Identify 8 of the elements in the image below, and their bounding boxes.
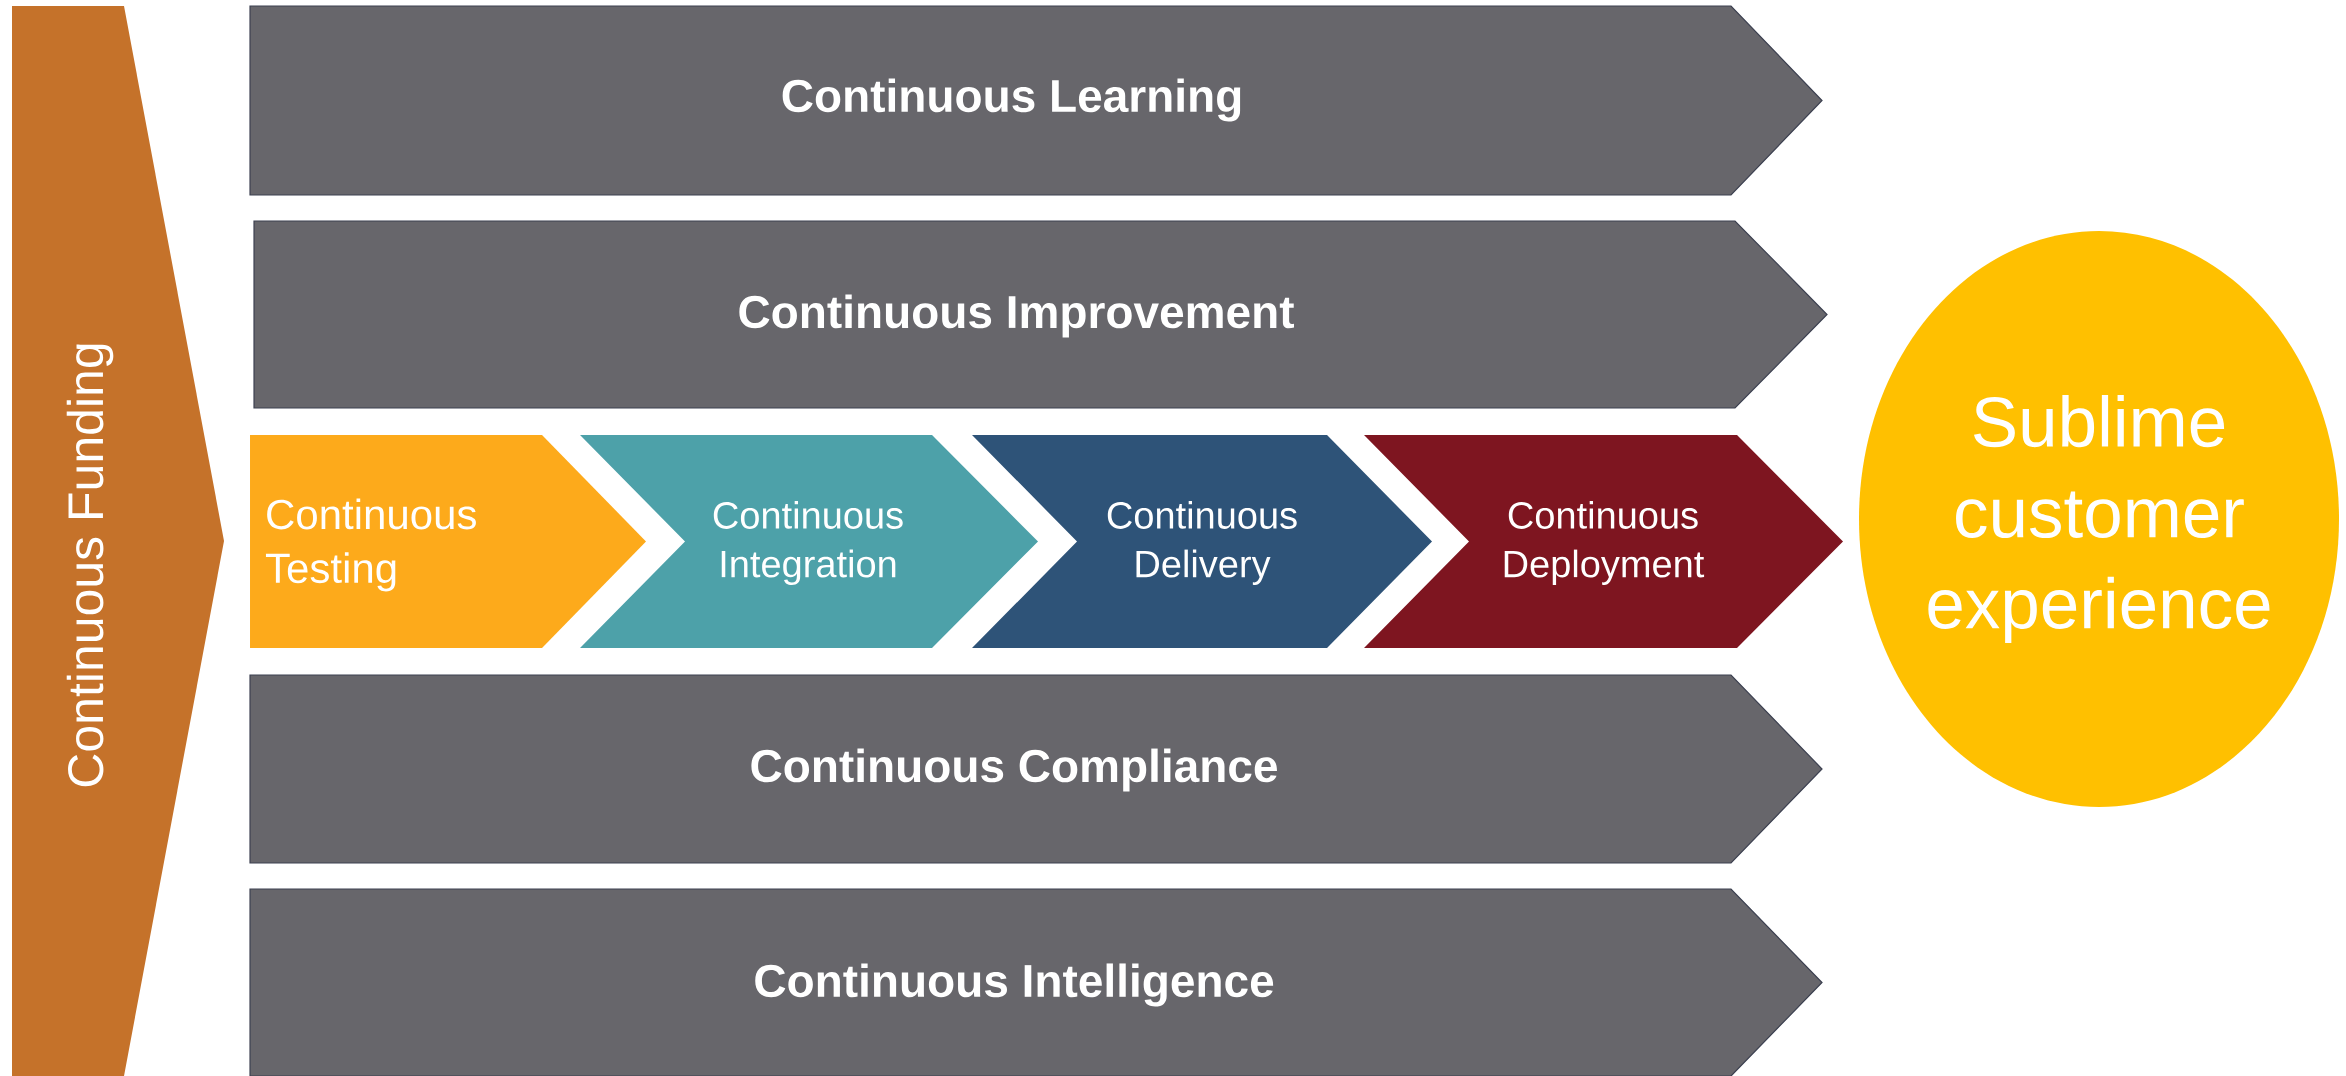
process-step: Continuous Delivery — [972, 435, 1432, 648]
arrow-band: Continuous Intelligence — [249, 888, 1823, 1076]
arrow-band: Continuous Learning — [249, 5, 1823, 196]
arrow-band: Continuous Compliance — [249, 674, 1823, 864]
process-step: Continuous Integration — [580, 435, 1038, 648]
arrow-band: Continuous Improvement — [253, 220, 1828, 409]
process-step: Continuous Testing — [250, 435, 646, 648]
process-step: Continuous Deployment — [1364, 435, 1843, 648]
